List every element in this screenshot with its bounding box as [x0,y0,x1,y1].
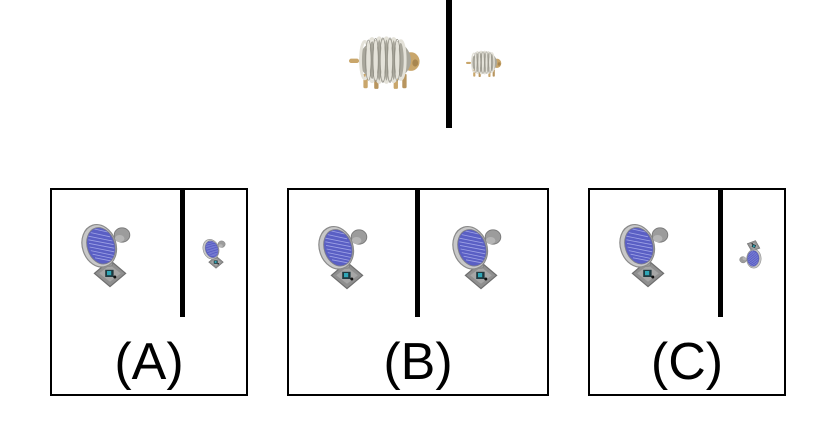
option-b-divider [415,190,420,317]
desk-fan-icon [451,220,511,296]
option-c[interactable]: (C) [588,188,786,396]
desk-fan-icon [618,218,678,294]
option-c-divider [718,190,723,317]
desk-fan-icon [80,218,140,294]
sheep-figurine-small-icon [466,48,502,80]
desk-fan-icon [317,220,377,296]
option-a[interactable]: (A) [50,188,248,396]
option-c-label: (C) [650,333,724,391]
sheep-figurine-icon [349,32,421,94]
prompt-pair [345,0,515,130]
prompt-divider [446,0,452,128]
option-a-label: (A) [114,333,184,391]
desk-fan-small-tilted-icon [733,233,769,274]
option-a-divider [180,190,185,317]
desk-fan-small-icon [202,236,230,272]
option-b[interactable]: (B) [287,188,549,396]
option-b-label: (B) [383,333,453,391]
